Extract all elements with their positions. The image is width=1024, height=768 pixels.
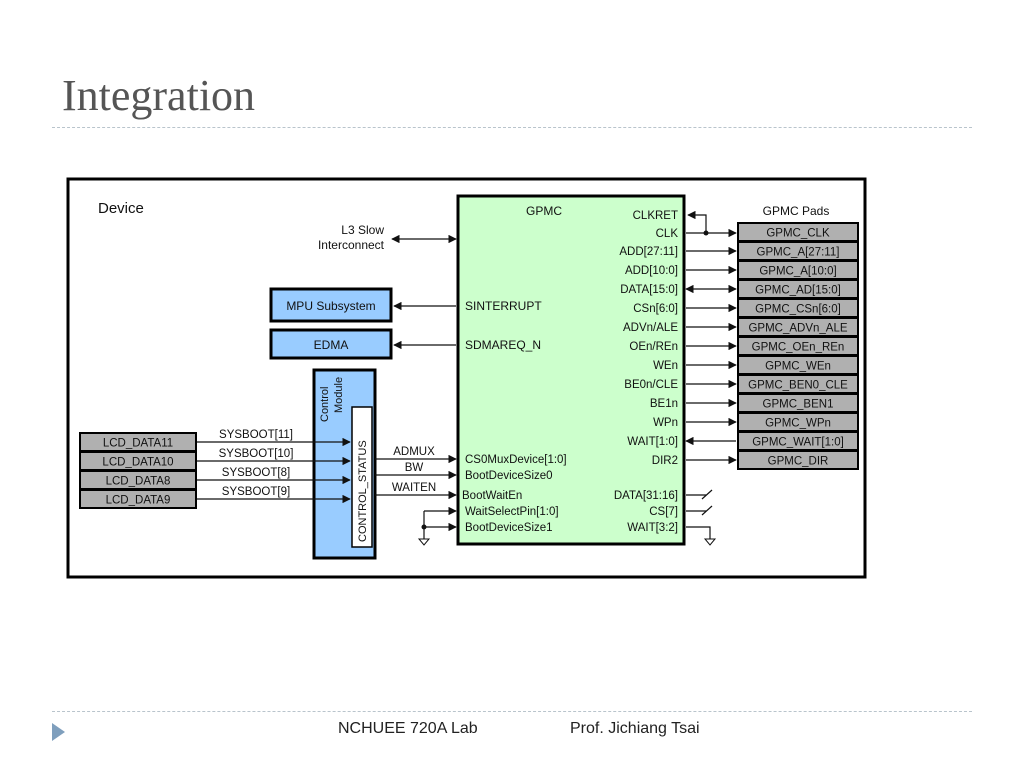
junction-dot	[421, 524, 427, 530]
mpu-subsystem-block	[269, 287, 393, 323]
sysboot-label: SYSBOOT[10]	[219, 448, 294, 460]
lcd-pin-label: LCD_DATA8	[106, 476, 171, 488]
gpmc-boot-signal: BootWaitEn	[462, 490, 522, 502]
no-connect-mark	[701, 505, 713, 516]
gpmc-pad-label: GPMC_CSn[6:0]	[755, 304, 841, 316]
control-module-label-line2: Module	[333, 377, 345, 413]
gpmc-block	[456, 194, 686, 546]
footer-lab: NCHUEE 720A Lab	[338, 720, 478, 737]
gpmc-right-signal: CLKRET	[633, 210, 678, 222]
ground-icon	[417, 538, 431, 546]
device-label: Device	[98, 200, 144, 217]
gpmc-right-signal: WEn	[653, 360, 678, 372]
gpmc-integration-diagram: Device GPMC L3 Slow Interconnect MPU Sub…	[66, 177, 867, 579]
gpmc-boot-signal: CS0MuxDevice[1:0]	[465, 454, 567, 466]
gpmc-right-signal: WAIT[1:0]	[627, 436, 678, 448]
control-signal-label: WAITEN	[392, 482, 436, 494]
gpmc-right-signal: DIR2	[652, 455, 678, 467]
gpmc-pad-label: GPMC_ADVn_ALE	[748, 323, 847, 335]
l3-label-line1: L3 Slow	[341, 223, 384, 237]
unconnected-signal: DATA[31:16]	[614, 490, 678, 502]
gpmc-boot-signal: BootDeviceSize0	[465, 470, 553, 482]
unconnected-signal-group: DATA[31:16] CS[7] WAIT[3:2]	[614, 489, 717, 546]
lcd-pin-label: LCD_DATA11	[103, 438, 173, 450]
gpmc-signal-sdmareq: SDMAREQ_N	[465, 338, 541, 352]
gpmc-right-signal: BE1n	[650, 398, 678, 410]
gpmc-pad-label: GPMC_OEn_REn	[752, 342, 845, 354]
gpmc-pad-label: GPMC_BEN0_CLE	[748, 380, 848, 392]
lcd-pin-label: LCD_DATA10	[102, 457, 173, 469]
control-status-label: CONTROL_STATUS	[357, 440, 369, 542]
gpmc-pad-label: GPMC_WPn	[765, 418, 831, 430]
unconnected-signal: CS[7]	[649, 506, 678, 518]
gpmc-pad-label: GPMC_WAIT[1:0]	[752, 437, 844, 449]
pads-header: GPMC Pads	[763, 204, 830, 218]
gpmc-signal-sinterrupt: SINTERRUPT	[465, 299, 542, 313]
lcd-pin-label: LCD_DATA9	[106, 495, 171, 507]
gpmc-pad-label: GPMC_AD[15:0]	[755, 285, 841, 297]
gpmc-pad-label: GPMC_BEN1	[763, 399, 834, 411]
gpmc-boot-signal: WaitSelectPin[1:0]	[465, 506, 559, 518]
gpmc-pad-label: GPMC_DIR	[768, 456, 829, 468]
gpmc-right-signal-group: CLKRET CLK ADD[27:11] ADD[10:0] DATA[15:0] CS…	[619, 210, 678, 467]
control-signal-label: ADMUX	[393, 446, 435, 458]
unconnected-signal: WAIT[3:2]	[627, 522, 678, 534]
wait-tie-wire	[686, 526, 711, 539]
footer-professor: Prof. Jichiang Tsai	[570, 720, 700, 737]
gpmc-right-signal: BE0n/CLE	[624, 379, 678, 391]
edma-block	[269, 328, 393, 360]
gpmc-right-signal: WPn	[653, 417, 678, 429]
gpmc-right-signal: DATA[15:0]	[620, 284, 678, 296]
control-status-register	[351, 406, 373, 548]
gpmc-pad-label: GPMC_A[10:0]	[759, 266, 836, 278]
gpmc-pad-label: GPMC_WEn	[765, 361, 831, 373]
gpmc-pad-label: GPMC_CLK	[766, 228, 830, 240]
mpu-subsystem-label: MPU Subsystem	[286, 299, 375, 313]
gpmc-right-signal: ADD[27:11]	[619, 246, 678, 258]
title-divider	[52, 127, 972, 128]
ground-icon	[703, 538, 717, 546]
clk-junction-dot	[703, 230, 709, 236]
control-signal-label: BW	[405, 462, 424, 474]
clkret-loopback-wire	[687, 210, 707, 233]
gpmc-boot-signal: BootDeviceSize1	[465, 522, 553, 534]
gpmc-right-signal: OEn/REn	[629, 341, 678, 353]
gpmc-pad-box	[737, 450, 859, 470]
control-module-label-line1: Control	[319, 387, 331, 422]
boot-signal-group: CS0MuxDevice[1:0] BootDeviceSize0BootWait…	[375, 446, 567, 546]
gpmc-pad-label: GPMC_A[27:11]	[757, 247, 840, 259]
no-connect-mark	[701, 489, 713, 500]
gpmc-right-signal: CSn[6:0]	[633, 303, 678, 315]
gpmc-pads-group: GPMC_CLK GPMC_A[27:11] GPMC_A[10:0] GPMC_AD…	[685, 210, 859, 470]
sysboot-label: SYSBOOT[11]	[219, 429, 293, 441]
gpmc-right-signal: ADVn/ALE	[623, 322, 678, 334]
gpmc-label: GPMC	[526, 204, 562, 218]
footer-divider	[52, 711, 972, 712]
lcd-pin-box	[79, 489, 197, 509]
l3-label-line2: Interconnect	[318, 238, 385, 252]
slide-title: Integration	[62, 71, 256, 120]
lcd-pin-group: LCD_DATA11 SYSBOOT[11] LCD_DATA10 SYSBOOT[1…	[79, 429, 351, 509]
gpmc-right-signal: ADD[10:0]	[625, 265, 678, 277]
footer-arrow-icon	[52, 723, 65, 741]
gpmc-right-signal: CLK	[656, 228, 679, 240]
sysboot-label: SYSBOOT[9]	[222, 486, 290, 498]
sysboot-label: SYSBOOT[8]	[222, 467, 290, 479]
edma-label: EDMA	[314, 338, 349, 352]
